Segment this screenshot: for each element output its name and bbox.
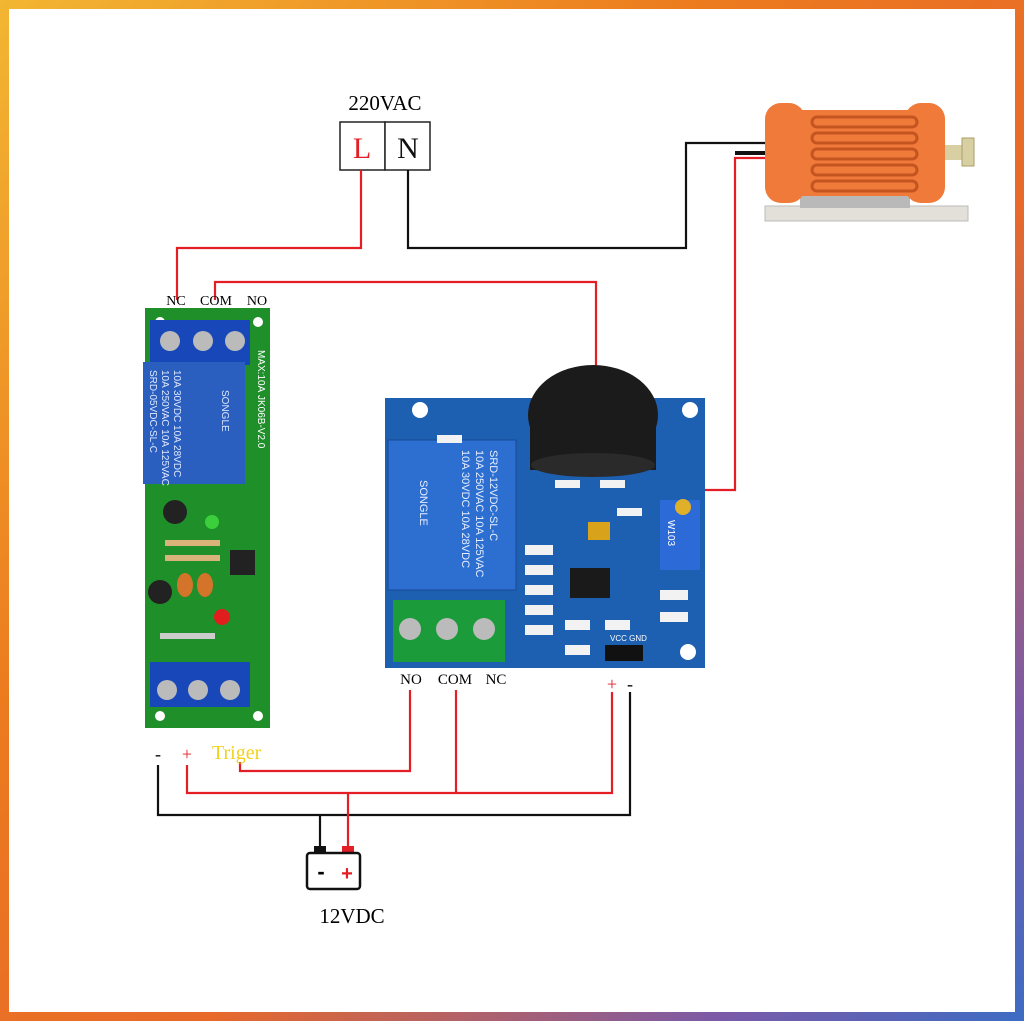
relay-5v <box>143 362 245 484</box>
supply-title: 220VAC <box>348 91 421 115</box>
module-relay-model: SRD-12VDC-SL-C <box>487 450 499 541</box>
module-com-label: COM <box>438 672 472 688</box>
battery-minus: - <box>317 859 324 884</box>
neutral-label: N <box>397 132 419 165</box>
module-relay-rating-1: 10A 250VAC 10A 125VAC <box>473 450 485 577</box>
power-header <box>605 645 643 661</box>
relay-12v <box>387 439 517 591</box>
relay-nc-label: NC <box>166 294 185 309</box>
module-no-label: NO <box>400 672 422 688</box>
relay-brand-text: SONGLE <box>219 390 230 432</box>
mains-terminal-block: L N <box>339 121 431 171</box>
com-to-transformer-wire <box>213 280 598 375</box>
delay-positive-label: + <box>182 744 192 764</box>
battery-icon: - + <box>305 846 362 891</box>
module-nc-label: NC <box>486 672 507 688</box>
neutral-wire <box>406 141 765 250</box>
delay-relay-board: NC COM NO MAX:10A SRD-05VDC-SL-C 10A 250… <box>143 294 270 728</box>
delay-negative-label: - <box>155 744 161 764</box>
module-relay-brand: SONGLE <box>417 480 429 526</box>
relay-no-label: NO <box>247 294 267 309</box>
battery-label: 12VDC <box>319 904 384 928</box>
live-label: L <box>353 132 371 165</box>
module-negative-label: - <box>627 674 633 694</box>
motor-icon <box>764 103 975 222</box>
live-wire <box>175 170 363 300</box>
relay-rating-text-1: 10A 250VAC 10A 125VAC <box>159 370 170 486</box>
trigger-wire <box>238 690 412 773</box>
max-rating-text: MAX:10A <box>255 350 266 393</box>
module-positive-label: + <box>607 674 617 694</box>
relay-com-label: COM <box>200 294 232 309</box>
board-model-text: JK06B-V2.0 <box>255 395 266 449</box>
module-relay-rating-2: 10A 30VDC 10A 28VDC <box>459 450 471 568</box>
positive-bus-wire <box>185 692 614 795</box>
battery-plus: + <box>341 863 353 885</box>
relay-model-text: SRD-05VDC-SL-C <box>147 370 158 453</box>
vcc-gnd-text: VCC GND <box>610 634 647 643</box>
current-sensor-module: SRD-12VDC-SL-C 10A 250VAC 10A 125VAC 10A… <box>385 365 705 668</box>
negative-bus-wire <box>156 692 632 817</box>
trigger-label: Triger <box>212 742 262 764</box>
pot-value-text: W103 <box>665 520 676 547</box>
relay-rating-text-2: 10A 30VDC 10A 28VDC <box>171 370 182 477</box>
